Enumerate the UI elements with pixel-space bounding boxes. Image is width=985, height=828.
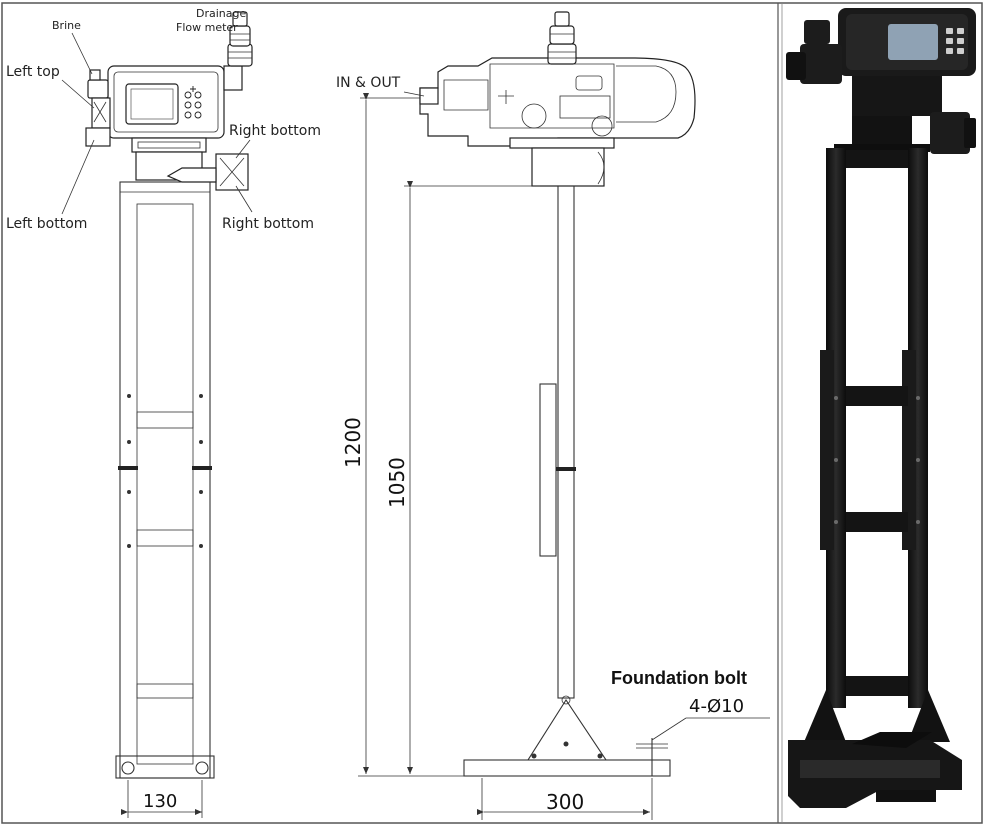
dimension-width-front: 130 <box>121 780 203 818</box>
front-view: Brine Drainage Flow meter Left top Left … <box>6 7 321 818</box>
label-left-bottom: Left bottom <box>6 216 87 232</box>
control-valve-side <box>419 11 696 187</box>
svg-text:Foundation bolt: Foundation bolt <box>611 668 747 688</box>
label-right-bottom-upper: Right bottom <box>229 123 321 139</box>
label-left-top: Left top <box>6 64 60 80</box>
dimension-base-width: 300 <box>477 778 653 820</box>
svg-text:300: 300 <box>546 790 584 814</box>
label-in-out: IN & OUT <box>336 75 401 91</box>
svg-text:1050: 1050 <box>385 457 409 508</box>
label-right-bottom-lower: Right bottom <box>222 216 314 232</box>
control-valve-front <box>85 11 253 191</box>
svg-text:130: 130 <box>143 791 177 812</box>
product-photo <box>786 8 976 808</box>
label-flow-meter: Flow meter <box>176 21 238 34</box>
dimension-column-height: 1050 <box>385 181 540 774</box>
stand-front <box>115 181 215 779</box>
label-drainage: Drainage <box>196 7 246 20</box>
dimension-total-height: 1200 <box>341 93 464 777</box>
side-view: IN & OUT 1200 1050 300 Foundation bolt 4… <box>336 11 770 820</box>
label-brine: Brine <box>52 19 81 32</box>
photo-lcd <box>888 24 938 60</box>
foundation-bolt-callout: Foundation bolt 4-Ø10 <box>611 668 770 741</box>
keypad-icon <box>184 86 202 119</box>
svg-text:1200: 1200 <box>341 417 365 468</box>
stand-side <box>463 185 671 777</box>
svg-text:4-Ø10: 4-Ø10 <box>689 696 744 717</box>
lcd-display <box>125 83 179 125</box>
